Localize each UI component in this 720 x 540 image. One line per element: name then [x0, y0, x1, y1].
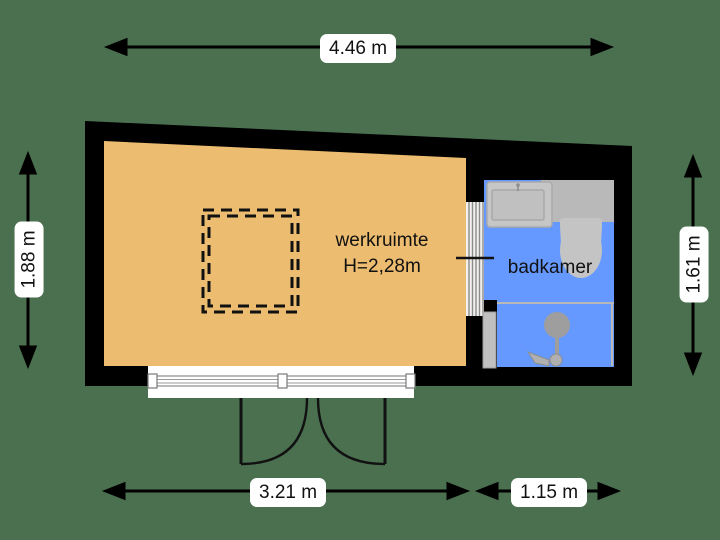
washbasin: [486, 181, 553, 228]
room-name-werkruimte: werkruimte: [335, 230, 429, 251]
room-name-badkamer: badkamer: [507, 257, 593, 278]
double-door[interactable]: [147, 366, 416, 466]
bathroom-glass-door[interactable]: [456, 202, 494, 316]
dimension-label-bottom-left: 3.21 m: [250, 478, 327, 507]
dimension-label-top: 4.46 m: [320, 34, 397, 63]
skylight-dashed-outline: [201, 208, 300, 314]
dimension-label-left: 1.88 m: [14, 221, 44, 298]
interior-door-leaf[interactable]: [482, 311, 497, 369]
room-floor-werkruimte: [104, 141, 466, 366]
shower-head: [526, 312, 570, 367]
room-label-werkruimte: werkruimte H=2,28m: [307, 228, 457, 280]
dimension-label-bottom-right: 1.15 m: [511, 478, 588, 507]
skylight-dashed-outline-inner: [207, 214, 294, 308]
toilet: [560, 218, 602, 278]
room-label-badkamer: badkamer: [490, 256, 610, 279]
room-height-werkruimte: H=2,28m: [343, 256, 421, 277]
dimension-label-right: 1.61 m: [679, 226, 709, 303]
cistern: [541, 180, 614, 222]
